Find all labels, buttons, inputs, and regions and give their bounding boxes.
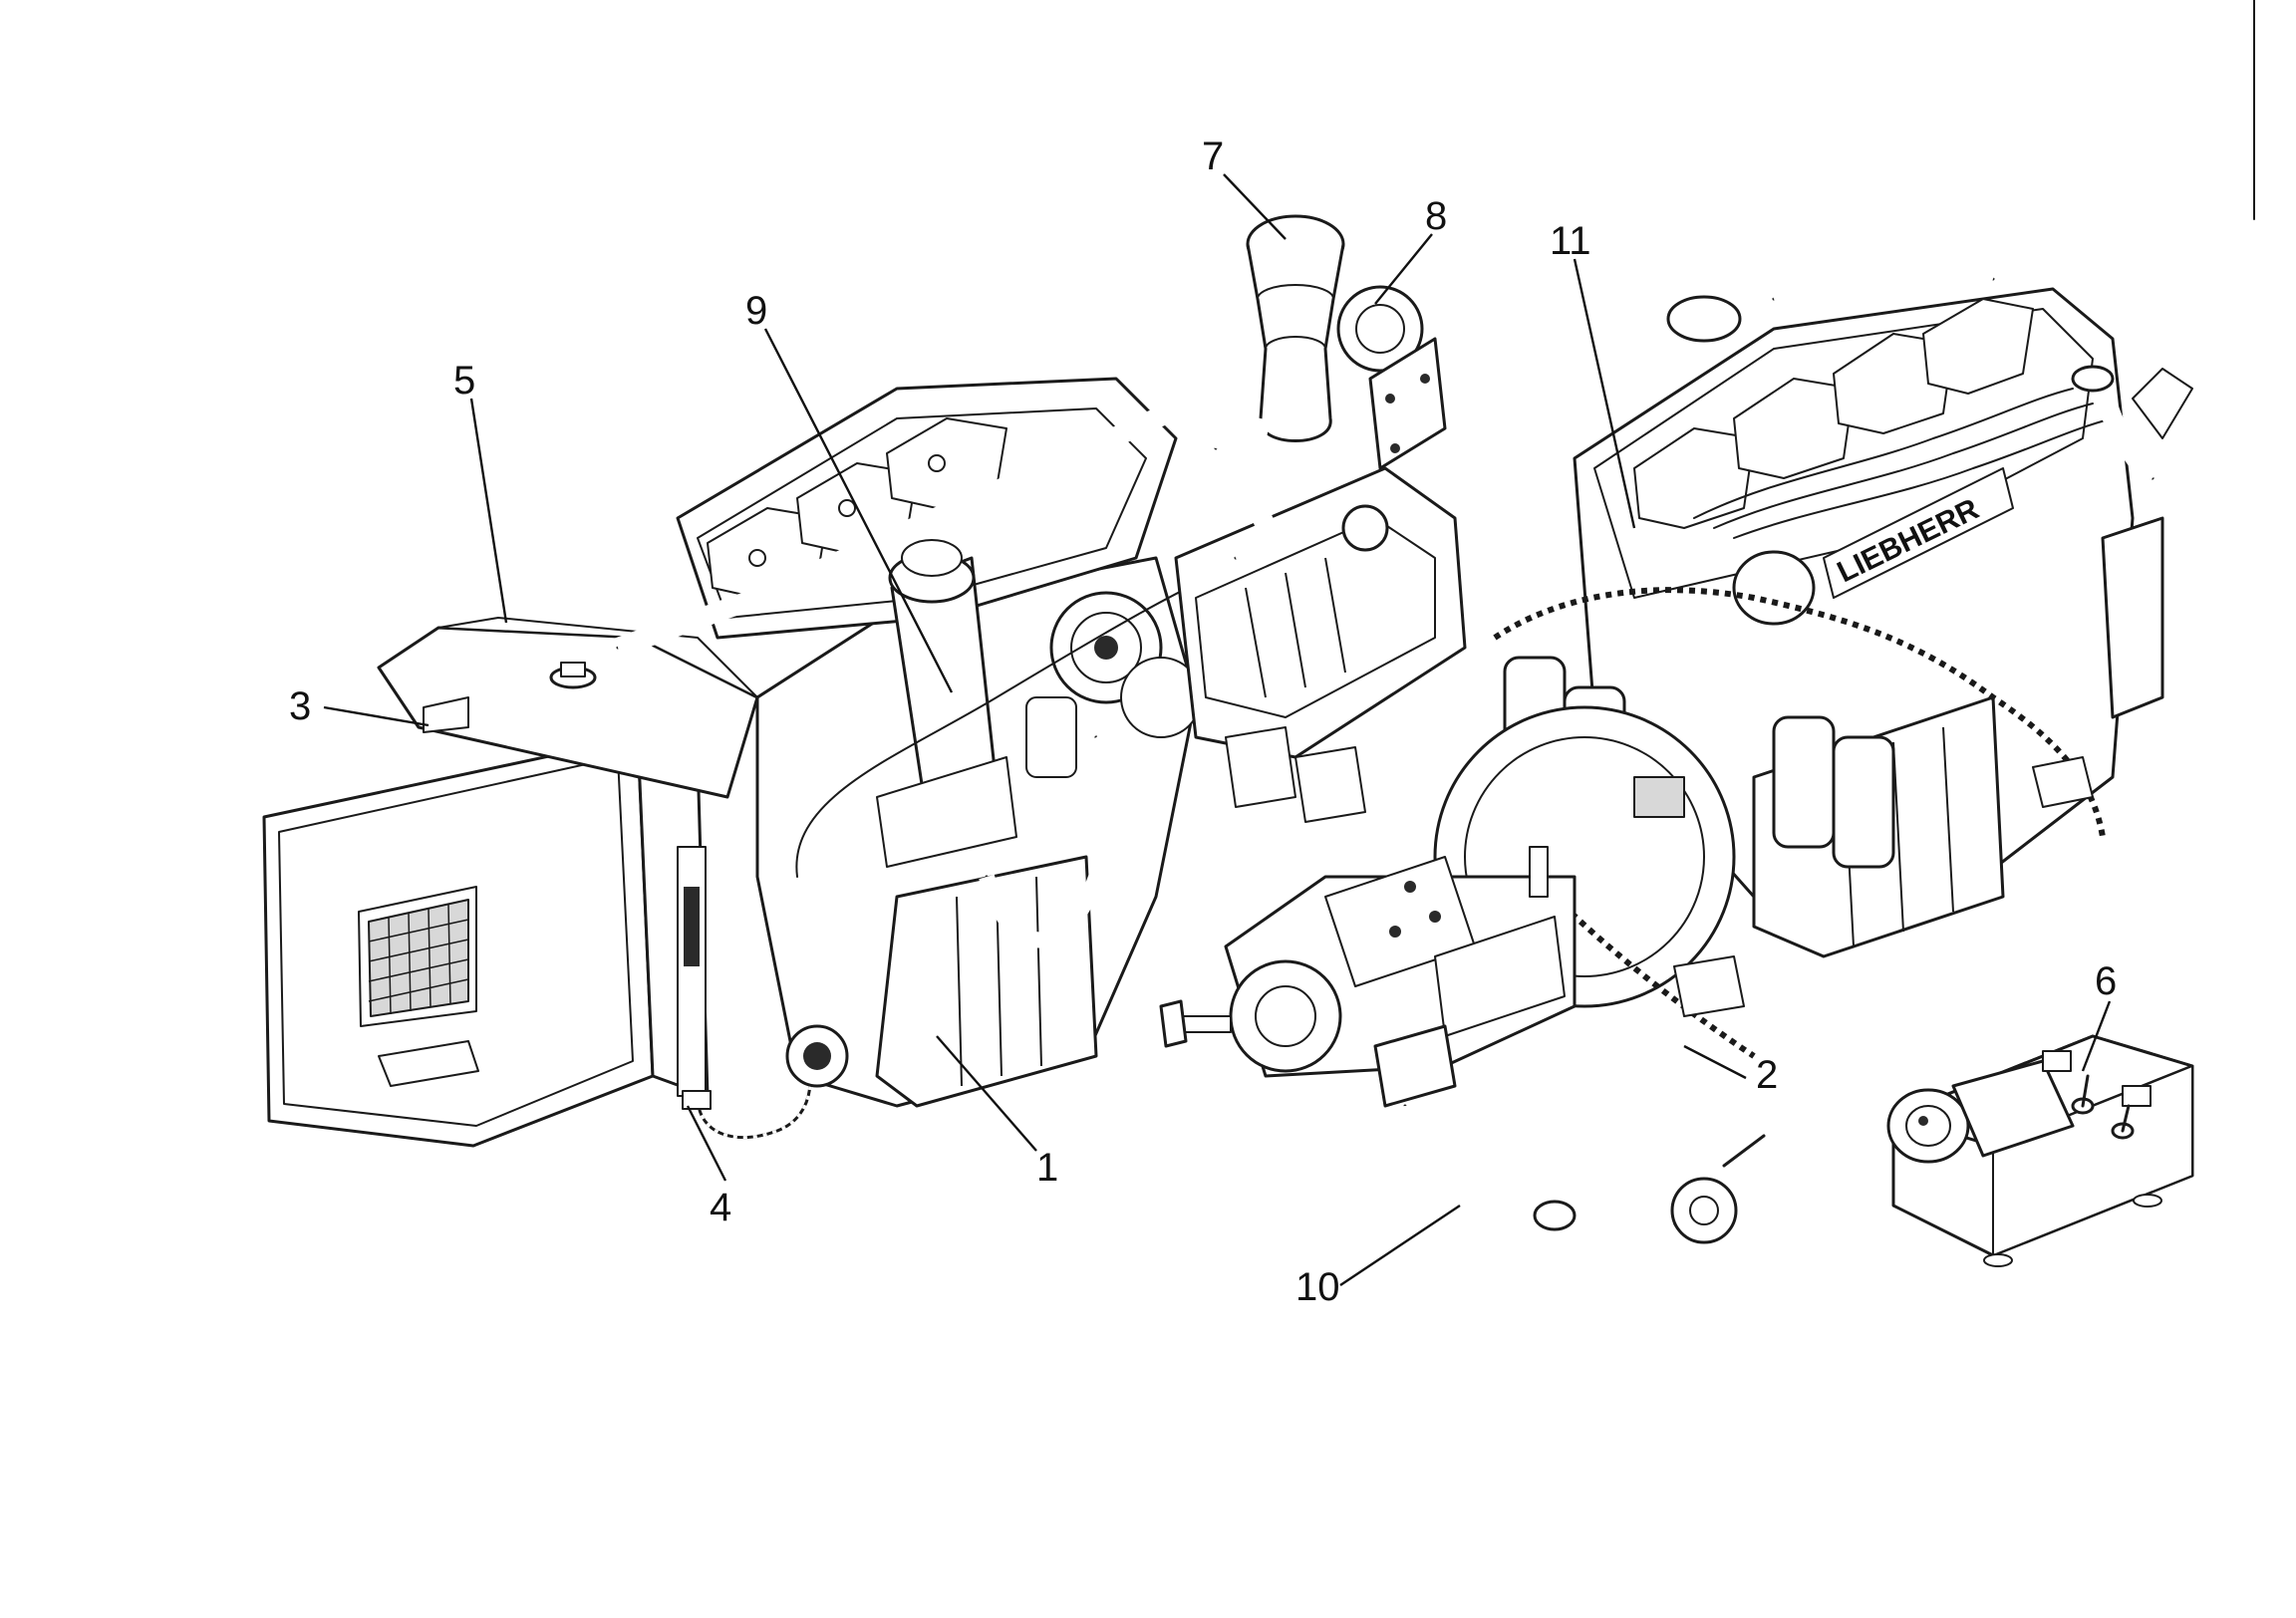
radiator-housing (262, 735, 710, 1148)
right-engine-block: LIEBHERR (1433, 259, 2193, 1059)
callout-2: 2 (1756, 1053, 1778, 1097)
top-shroud (377, 617, 759, 799)
control-box (1886, 1034, 2194, 1267)
leader-7 (1223, 173, 1287, 240)
callout-3: 3 (289, 684, 311, 728)
callout-labels: 1 2 3 4 5 6 7 8 9 10 11 (289, 135, 2117, 1309)
callout-11: 11 (1550, 219, 1591, 263)
turbocharger (1336, 285, 1447, 470)
callout-9: 9 (745, 289, 767, 333)
suction-hose (1391, 1103, 1766, 1290)
right-engine-assembly: LIEBHERR (1159, 259, 2194, 1290)
callout-leaders (323, 173, 2112, 1286)
leader-3 (323, 705, 430, 727)
leader-11 (1573, 258, 1636, 529)
leader-2 (1683, 1044, 1747, 1080)
left-engine-block (614, 377, 1257, 1108)
left-pump-unit (1174, 466, 1467, 823)
leader-5 (469, 398, 508, 624)
callout-6: 6 (2095, 959, 2117, 1003)
callout-5: 5 (453, 359, 475, 403)
leader-1 (936, 1035, 1037, 1152)
leader-8 (1374, 233, 1433, 305)
air-filter-stack (1231, 214, 1345, 567)
leader-4 (686, 1105, 727, 1182)
callout-7: 7 (1202, 135, 1224, 178)
hydraulic-pump (1159, 846, 1577, 1108)
callout-4: 4 (710, 1186, 731, 1229)
leader-9 (763, 328, 954, 693)
callout-1: 1 (1036, 1146, 1058, 1190)
callout-8: 8 (1425, 194, 1447, 238)
callout-10: 10 (1295, 1265, 1340, 1309)
leader-6 (2081, 1000, 2112, 1072)
left-engine-assembly (262, 214, 1467, 1148)
leader-10 (1339, 1205, 1461, 1286)
